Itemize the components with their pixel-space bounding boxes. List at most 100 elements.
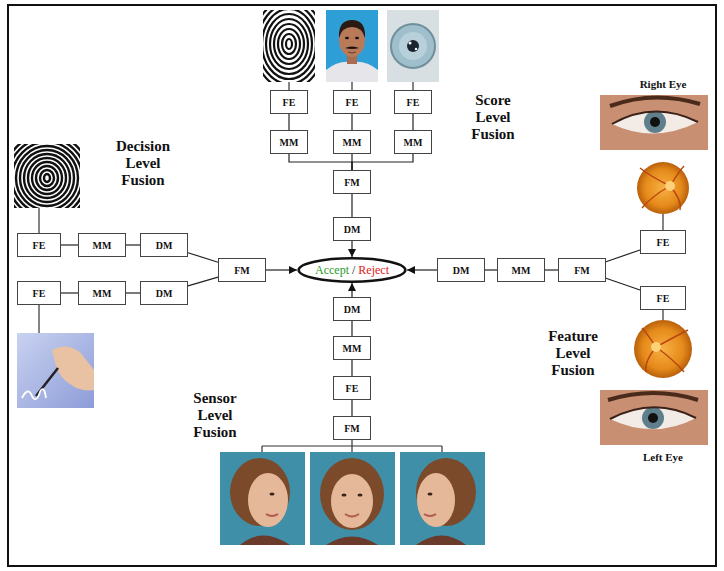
section-title: Feature Level Fusion (540, 328, 606, 378)
text-group: FM (344, 423, 360, 434)
text-group: FE (407, 97, 420, 108)
process-box: FM (558, 258, 606, 282)
box-label: FE (346, 383, 359, 394)
connector (351, 321, 352, 336)
process-box: FM (218, 258, 266, 282)
box-label: MM (280, 137, 299, 148)
process-box: FE (270, 90, 308, 114)
box-label: FM (574, 265, 590, 276)
connector (351, 283, 352, 297)
signature-image (17, 333, 94, 408)
box-label: FM (344, 177, 360, 188)
text-group: DM (156, 288, 173, 299)
text-group: MM (93, 240, 112, 251)
result-text: Reject (358, 263, 389, 278)
box-label: MM (512, 265, 531, 276)
text-group: DM (344, 304, 361, 315)
text-group: FM (344, 177, 360, 188)
text-group: FE (283, 97, 296, 108)
decision-ellipse: Accept/Reject (297, 257, 407, 283)
process-box: FE (394, 90, 432, 114)
text-group: MM (404, 137, 423, 148)
process-box: FE (640, 230, 686, 254)
text-group: MM (93, 288, 112, 299)
connector (61, 244, 78, 245)
image-link (38, 305, 39, 333)
connector (606, 278, 640, 290)
box-label: MM (343, 137, 362, 148)
process-box: FE (17, 281, 61, 305)
face-photo (220, 452, 305, 545)
text-group: FE (346, 97, 359, 108)
text-group: FM (234, 265, 250, 276)
connector (351, 194, 352, 217)
text-group: FE (346, 383, 359, 394)
section-title: Decision Level Fusion (110, 138, 176, 188)
box-label: FE (33, 288, 46, 299)
box-label: FM (344, 423, 360, 434)
process-box: FE (333, 90, 371, 114)
box-label: DM (156, 288, 173, 299)
result-text: / (352, 263, 355, 278)
connector (351, 241, 352, 257)
iris-image (387, 10, 439, 82)
process-box: DM (140, 233, 188, 257)
text-group: Accept/Reject (315, 263, 389, 278)
box-label: FE (346, 97, 359, 108)
connector (351, 400, 352, 416)
image-link (262, 440, 442, 452)
connector (351, 114, 352, 130)
box-label: DM (156, 240, 173, 251)
image-caption: Left Eye (618, 451, 708, 463)
process-box: DM (437, 258, 485, 282)
box-label: FE (33, 240, 46, 251)
connector (606, 250, 640, 262)
box-label: FE (657, 237, 670, 248)
connector (485, 269, 497, 270)
connector (61, 292, 78, 293)
face-photo (310, 452, 395, 545)
section-title: Sensor Level Fusion (182, 390, 248, 440)
box-label: DM (344, 224, 361, 235)
process-box: DM (333, 297, 371, 321)
image-link (662, 214, 663, 230)
process-box: MM (333, 336, 371, 360)
text-group: MM (512, 265, 531, 276)
image-link (289, 82, 413, 90)
process-box: DM (333, 217, 371, 241)
eye-image (600, 95, 708, 150)
process-box: DM (140, 281, 188, 305)
result-text: Accept (315, 263, 349, 278)
connector (289, 154, 352, 170)
text-group: DM (453, 265, 470, 276)
text-group: FE (657, 237, 670, 248)
box-label: MM (93, 288, 112, 299)
process-box: FE (333, 376, 371, 400)
image-link (38, 208, 39, 233)
process-box: MM (394, 130, 432, 154)
eye-image (600, 390, 708, 445)
process-box: MM (78, 233, 126, 257)
retina-image (634, 320, 692, 378)
section-title: Score Level Fusion (460, 92, 526, 142)
text-group: MM (280, 137, 299, 148)
process-box: MM (270, 130, 308, 154)
connector (126, 244, 140, 245)
box-label: DM (453, 265, 470, 276)
text-group: DM (156, 240, 173, 251)
process-box: FM (333, 416, 371, 440)
text-group: FE (33, 288, 46, 299)
frame (8, 5, 716, 566)
connector (545, 269, 558, 270)
process-box: FM (333, 170, 371, 194)
process-box: FE (640, 286, 686, 310)
retina-image (637, 162, 689, 214)
box-label: MM (93, 240, 112, 251)
process-box: MM (78, 281, 126, 305)
process-box: MM (497, 258, 545, 282)
connector (288, 114, 289, 130)
text-group: FM (574, 265, 590, 276)
box-label: DM (344, 304, 361, 315)
box-label: FE (657, 293, 670, 304)
